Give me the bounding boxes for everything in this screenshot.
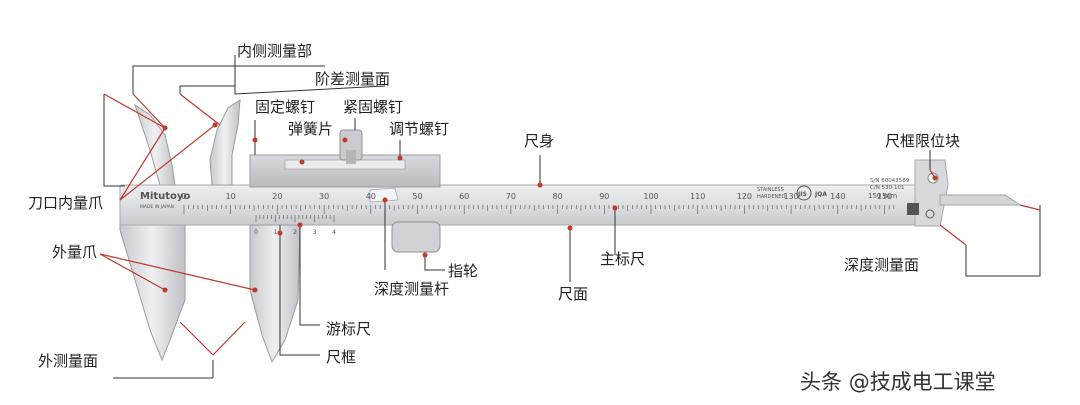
watermark-account: @技成电工课堂 <box>848 370 996 394</box>
jis-text: JIS <box>797 191 807 198</box>
vernier-scale-number: 0 <box>254 229 258 236</box>
main-scale-number: 140 <box>830 192 845 201</box>
thumb-wheel-shape <box>391 221 441 253</box>
beam-end <box>914 159 949 227</box>
slider-lower-jaw <box>249 224 301 364</box>
qr-mark <box>907 203 919 215</box>
label-vernier-scale: 游标尺 <box>326 320 372 338</box>
label-fixing-screw: 固定螺钉 <box>255 98 316 116</box>
moving-inner-jaw <box>209 99 241 186</box>
leader-dots <box>162 122 938 293</box>
main-scale-number: 150 <box>877 192 892 201</box>
range-text: 150 mm <box>868 192 897 200</box>
jqa-text: JQA <box>814 191 827 198</box>
main-scale-number: 0 <box>181 192 186 201</box>
main-scale-number: 10 <box>226 192 236 201</box>
clamp-screw-neck <box>346 150 356 164</box>
label-depth-rod: 深度测量杆 <box>374 280 450 298</box>
main-scale-number: 30 <box>319 192 329 201</box>
main-scale-number: 90 <box>599 192 609 201</box>
label-brackets <box>103 55 1041 379</box>
watermark: 头条 @技成电工课堂 <box>800 366 996 396</box>
main-scale-number: 120 <box>737 192 752 201</box>
label-step-measure-face: 阶差测量面 <box>315 70 391 88</box>
main-scale-ticks <box>183 205 895 214</box>
main-scale-number: 70 <box>506 192 516 201</box>
label-slider-frame: 尺框 <box>326 348 357 366</box>
screw-mark <box>925 209 935 219</box>
brand-logo: Mitutoyo <box>140 191 190 202</box>
main-scale-number: 20 <box>272 192 282 201</box>
label-scale-face: 尺面 <box>558 285 589 303</box>
code-number: C/N 530-101 <box>870 185 905 191</box>
main-scale-number: 50 <box>412 192 422 201</box>
main-scale-number: 40 <box>366 192 376 201</box>
watermark-prefix: 头条 <box>800 370 842 394</box>
vernier-scale-number: 1 <box>274 229 278 236</box>
main-scale-numbers: 0 10 20 30 40 50 60 70 80 90 100 110 120 130 140 150 <box>181 192 892 201</box>
vernier-scale-number: 2 <box>293 229 297 236</box>
label-adjust-screw: 调节螺钉 <box>389 120 450 138</box>
main-scale-number: 100 <box>643 192 658 201</box>
steel-text-2: HARDENED <box>757 194 786 200</box>
label-spring-plate: 弹簧片 <box>288 120 334 138</box>
fixed-outer-jaw <box>119 214 186 362</box>
main-scale-number: 130 <box>783 192 798 201</box>
serial-number: S/N 80043589 <box>870 178 910 184</box>
vernier-scale-number: 4 <box>332 229 336 236</box>
label-inner-measure-part: 内侧测量部 <box>237 42 313 60</box>
label-outer-measure-face: 外测量面 <box>38 352 99 370</box>
label-knife-inner-jaw: 刀口内量爪 <box>28 194 104 212</box>
depth-rod-end <box>939 194 1022 206</box>
label-clamp-screw: 紧固螺钉 <box>343 98 404 116</box>
steel-text-1: STAINLESS <box>757 187 784 193</box>
label-thumb-wheel: 指轮 <box>448 262 479 280</box>
jis-mark <box>796 185 812 201</box>
depth-rod-window <box>369 187 399 203</box>
brand-subtext: MADE IN JAPAN <box>140 204 174 210</box>
main-scale-number: 110 <box>690 192 705 201</box>
vernier-scale-number: 3 <box>313 229 317 236</box>
vernier-scale-numbers: 0 1 2 3 4 <box>254 229 336 236</box>
label-depth-measure-face: 深度测量面 <box>844 256 920 274</box>
vernier-scale-ticks <box>255 215 335 222</box>
label-outer-jaw: 外量爪 <box>52 243 98 261</box>
label-main-scale: 主标尺 <box>600 250 646 268</box>
label-main-body: 尺身 <box>524 132 555 150</box>
label-leaders <box>99 93 1041 356</box>
main-scale-number: 80 <box>553 192 563 201</box>
label-frame-stop-block: 尺框限位块 <box>885 132 961 150</box>
main-scale-number: 60 <box>459 192 469 201</box>
